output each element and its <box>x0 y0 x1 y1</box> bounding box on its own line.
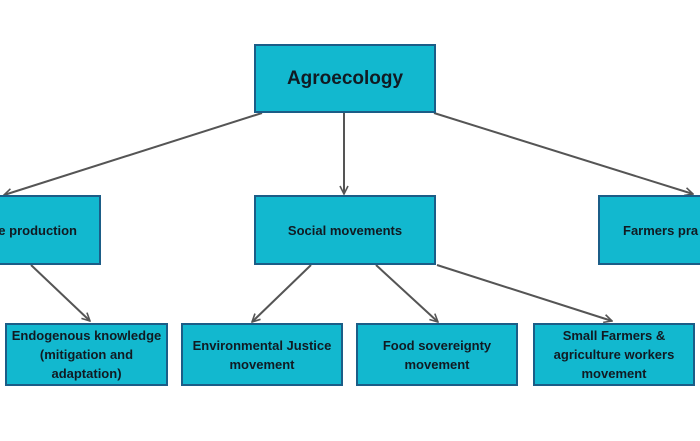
node-farmers-practices: Farmers pra <box>598 195 700 265</box>
node-endogenous-knowledge-label: Endogenous knowledge (mitigation and ada… <box>11 328 162 381</box>
node-farmers-practices-label: Farmers pra <box>623 222 699 238</box>
node-environmental-justice: Environmental Justice movement <box>181 323 343 386</box>
node-agroecology: Agroecology <box>254 44 436 113</box>
node-social-movements: Social movements <box>254 195 436 265</box>
arrow-social-to-food <box>375 264 438 322</box>
node-small-farmers-label: Small Farmers & agriculture workers move… <box>553 328 675 381</box>
node-environmental-justice-label: Environmental Justice movement <box>192 337 332 372</box>
node-endogenous-knowledge: Endogenous knowledge (mitigation and ada… <box>5 323 168 386</box>
node-production-label: e production <box>0 222 77 238</box>
node-social-movements-label: Social movements <box>287 222 403 238</box>
node-food-sovereignty-label: Food sovereignty movement <box>382 337 492 372</box>
node-production: e production <box>0 195 101 265</box>
arrow-root-to-left <box>4 112 263 195</box>
arrow-social-to-environmental <box>252 264 312 322</box>
node-small-farmers: Small Farmers & agriculture workers move… <box>533 323 695 386</box>
arrow-social-to-small-farmers <box>436 264 612 321</box>
arrow-left-to-endogenous <box>30 264 90 321</box>
arrow-root-to-right <box>433 112 693 194</box>
node-agroecology-label: Agroecology <box>286 68 404 89</box>
node-food-sovereignty: Food sovereignty movement <box>356 323 518 386</box>
